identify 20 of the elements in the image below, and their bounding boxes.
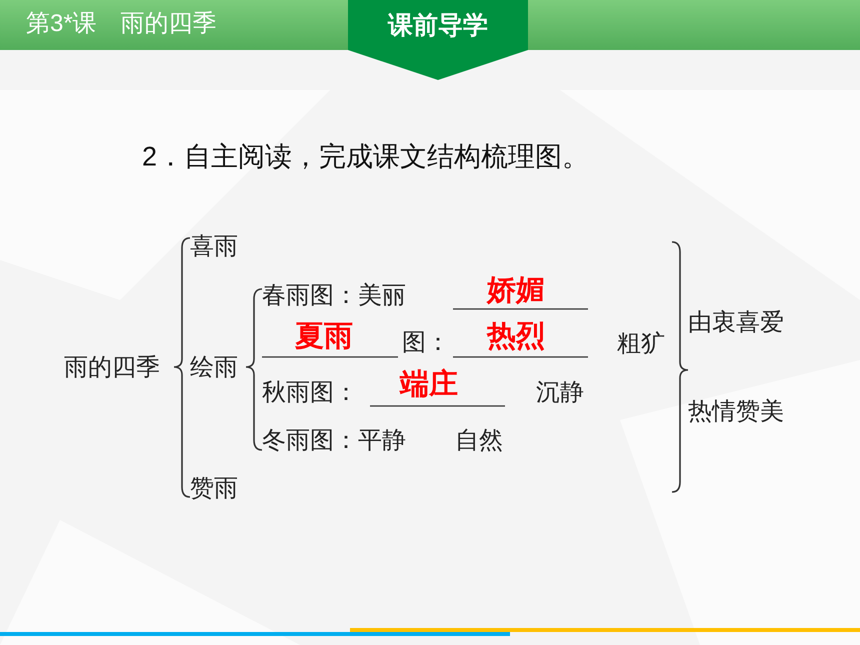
instruction-text: 2．自主阅读，完成课文结构梳理图。 (142, 144, 590, 170)
diagram-term: 粗犷 (617, 332, 665, 356)
diagram-term: 冬雨图：平静 (262, 429, 406, 453)
diagram-term: 热情赞美 (688, 400, 784, 424)
lesson-title: 第3*课 雨的四季 (26, 12, 217, 36)
diagram-term: 秋雨图： (262, 381, 358, 405)
diagram-term: 自然 (455, 429, 503, 453)
answer-text: 热烈 (487, 322, 545, 352)
diagram-term: 沉静 (536, 381, 584, 405)
answer-text: 娇媚 (487, 276, 545, 306)
diagram-term: 春雨图：美丽 (262, 284, 406, 308)
answer-text: 端庄 (400, 370, 458, 400)
diagram-term: 绘雨 (190, 356, 238, 380)
section-heading: 课前导学 (388, 14, 488, 38)
diagram-term: 由衷喜爱 (688, 311, 784, 335)
diagram-term: 赞雨 (190, 477, 238, 501)
diagram-term: 喜雨 (190, 235, 238, 259)
diagram-term: 雨的四季 (64, 356, 160, 380)
answer-text: 夏雨 (295, 322, 353, 352)
diagram-term: 图： (402, 331, 450, 355)
